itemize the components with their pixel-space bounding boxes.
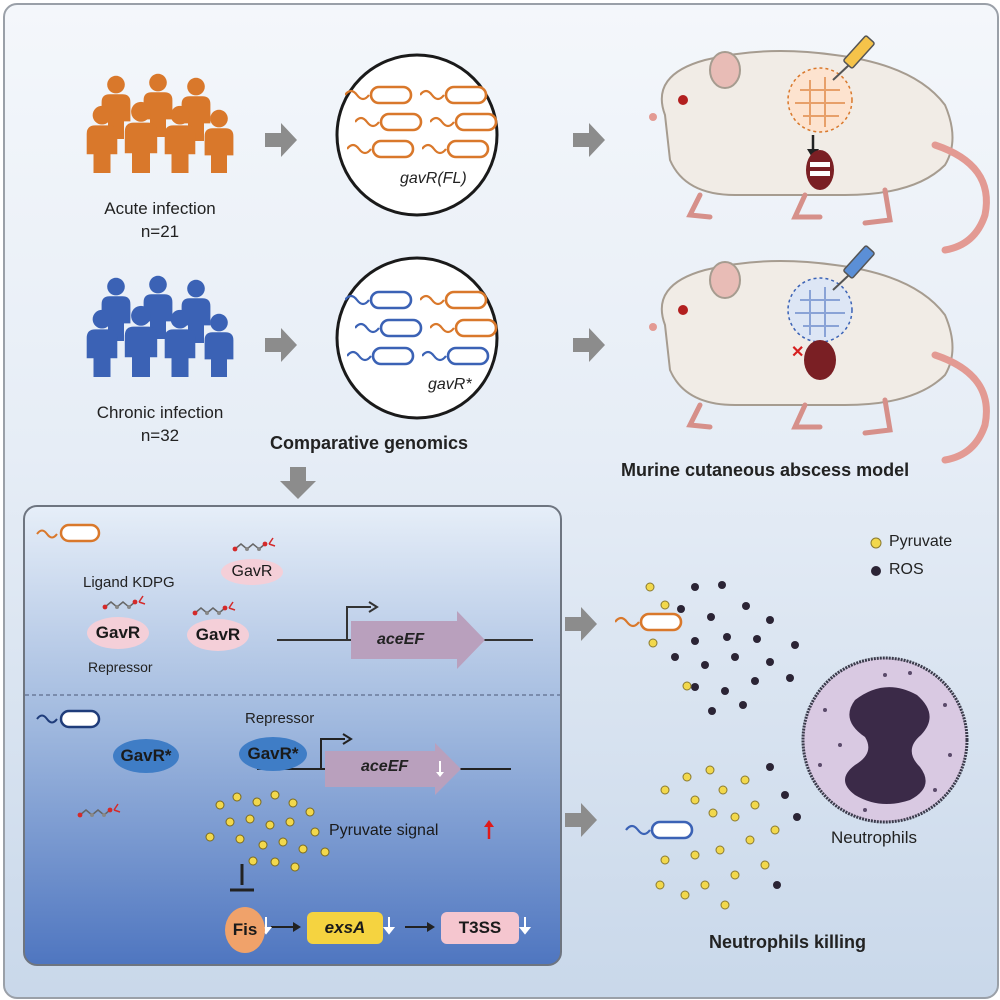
abscess-patch <box>787 277 853 343</box>
syringe-icon <box>832 35 875 81</box>
acute-n-label: n=21 <box>140 222 180 241</box>
ligand-kdpg-label: Ligand KDPG <box>83 574 175 591</box>
ros-dots-bottom <box>766 763 801 889</box>
chronic-people-group-icon <box>86 275 234 377</box>
svg-text:✕: ✕ <box>791 344 804 361</box>
neutrophils-label: Neutrophils <box>831 828 917 847</box>
chronic-bacterium-icon <box>59 709 101 729</box>
murine-model-caption: Murine cutaneous abscess model <box>621 460 910 480</box>
ros-legend-dot <box>871 566 881 576</box>
gavr-bound-ligand: GavR <box>221 559 283 585</box>
chronic-bacterium-icon <box>625 820 694 840</box>
neutrophil-icon <box>801 656 969 824</box>
pyruvate-legend-label: Pyruvate <box>889 533 953 550</box>
chronic-infection-label: Chronic infection <box>96 403 224 422</box>
acute-gene-label: gavR(FL) <box>400 170 467 187</box>
chronic-gene-label: gavR* <box>428 376 472 393</box>
acute-mouse-icon <box>649 35 986 250</box>
pyruvate-dots-top <box>645 582 692 691</box>
repressor-label-upper: Repressor <box>88 659 153 675</box>
chronic-genome-circle <box>335 256 499 420</box>
aceEF-label-lower: aceEF <box>361 758 409 775</box>
aceEF-label-upper: aceEF <box>377 631 425 648</box>
gavr-star-bound: GavR* <box>239 737 307 771</box>
neutrophils-killing-caption: Neutrophils killing <box>709 932 867 952</box>
acute-people-group-icon <box>86 73 234 173</box>
exsA-node: exsA <box>307 912 383 944</box>
aceEF-gene-arrow <box>351 611 485 669</box>
gavr-repressor-1: GavR <box>87 617 149 649</box>
mechanism-panel: Ligand KDPG GavR GavR GavR Repressor ace… <box>23 505 562 966</box>
acute-bacterium-icon <box>59 523 101 543</box>
gavr-star-free: GavR* <box>113 739 179 773</box>
fis-node: Fis <box>225 907 265 953</box>
abscess-patch <box>787 67 853 133</box>
kdpg-molecule-icon <box>191 601 236 617</box>
mechanism-graphics <box>25 523 560 935</box>
kdpg-molecule-icon <box>231 537 276 553</box>
chronic-mouse-icon: ✕ <box>649 245 986 460</box>
acute-genome-circle <box>335 53 499 217</box>
figure-frame: ✕ <box>3 3 999 999</box>
diagram-graphics: ✕ <box>86 35 997 910</box>
pyruvate-signal-label: Pyruvate signal <box>329 822 439 839</box>
syringe-icon <box>832 245 875 291</box>
t3ss-node: T3SS <box>441 912 519 944</box>
acute-bacterium-icon <box>615 612 683 632</box>
ros-dots <box>671 581 799 715</box>
flow-arrows <box>265 123 605 837</box>
comparative-genomics-caption: Comparative genomics <box>270 433 469 453</box>
repressor-label-lower: Repressor <box>245 710 315 727</box>
ros-legend-label: ROS <box>889 561 924 578</box>
pyruvate-legend-dot <box>870 537 882 549</box>
kdpg-molecule-icon <box>76 803 121 819</box>
chronic-n-label: n=32 <box>140 426 180 445</box>
acute-infection-label: Acute infection <box>104 199 216 218</box>
gavr-repressor-2: GavR <box>187 619 249 651</box>
kdpg-molecule-icon <box>101 595 146 611</box>
aceEF-gene-arrow-repressed <box>325 743 461 795</box>
pyruvate-dots-bottom <box>655 765 780 910</box>
